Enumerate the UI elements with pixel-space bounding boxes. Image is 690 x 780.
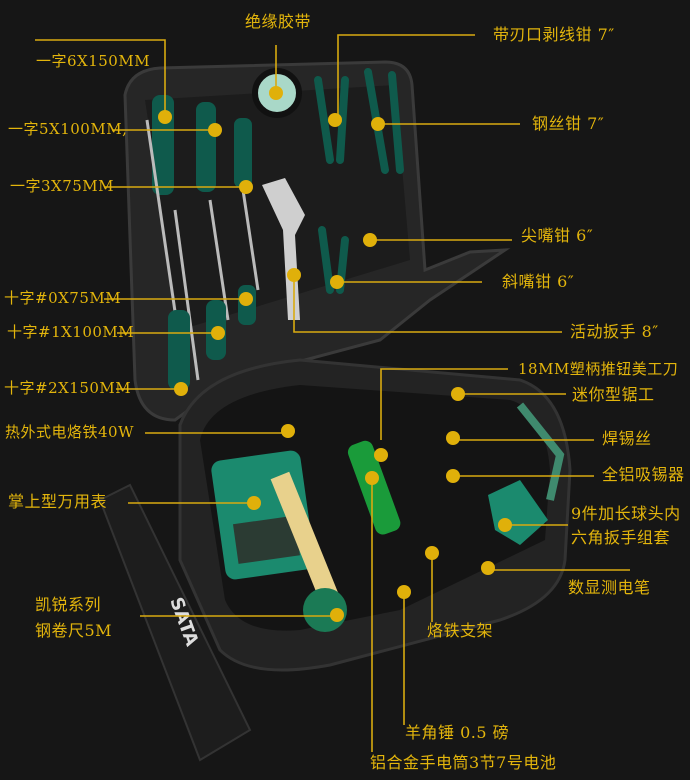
dot-solder-wire xyxy=(446,431,460,445)
dot-insulating-tape xyxy=(269,86,283,100)
line-utility-knife xyxy=(380,368,508,440)
label-desoldering-pump: 全铝吸锡器 xyxy=(602,465,685,484)
label-slot-5x100: 一字5X100MM, xyxy=(8,120,128,138)
dot-knife xyxy=(374,448,388,462)
label-wire-stripper: 带刃口剥线钳 7″ xyxy=(493,25,615,44)
dot-phillips-1x100 xyxy=(211,326,225,340)
label-multimeter: 掌上型万用表 xyxy=(8,492,108,511)
leader-lines xyxy=(35,34,630,752)
dot-combination-pliers xyxy=(371,117,385,131)
callout-dots xyxy=(158,86,512,622)
label-solder-wire: 焊锡丝 xyxy=(602,429,652,448)
hammer-handle xyxy=(270,471,346,619)
dot-iron-stand xyxy=(425,546,439,560)
label-long-nose-pliers: 尖嘴钳 6″ xyxy=(521,226,594,245)
dot-slot-5x100 xyxy=(208,123,222,137)
dot-mini-saw xyxy=(451,387,465,401)
dot-diagonal-pliers xyxy=(330,275,344,289)
line-slot-6x150 xyxy=(35,39,166,117)
dot-long-nose-pliers xyxy=(363,233,377,247)
label-slot-3x75: 一字3X75MM xyxy=(10,177,115,195)
dot-tape-measure xyxy=(330,608,344,622)
flashlight-body xyxy=(347,440,401,535)
dot-wire-stripper xyxy=(328,113,342,127)
label-utility-knife: 18MM塑柄推钮美工刀 xyxy=(518,360,679,378)
label-adjustable-wrench: 活动扳手 8″ xyxy=(570,322,659,341)
pliers xyxy=(314,68,404,294)
dot-slot-3x75 xyxy=(239,180,253,194)
shoulder-strap xyxy=(98,483,252,762)
dot-desoldering-pump xyxy=(446,469,460,483)
dot-slot-6x150 xyxy=(158,110,172,124)
dot-phillips-0x75 xyxy=(239,292,253,306)
line-wire-stripper xyxy=(337,34,475,120)
screwdrivers xyxy=(145,95,260,390)
line-adjustable-wrench xyxy=(293,275,562,333)
label-iron-stand: 烙铁支架 xyxy=(427,621,494,640)
label-hex-key-line1: 9件加长球头内 xyxy=(571,504,681,523)
label-phillips-2x150: 十字#2X150MM xyxy=(4,379,132,397)
label-tape-measure-line2: 钢卷尺5M xyxy=(35,621,113,640)
dot-multimeter xyxy=(247,496,261,510)
dot-claw-hammer xyxy=(397,585,411,599)
label-diagonal-pliers: 斜嘴钳 6″ xyxy=(502,272,575,291)
label-phillips-1x100: 十字#1X100MM xyxy=(7,323,135,341)
mini-hacksaw xyxy=(516,402,565,501)
label-phillips-0x75: 十字#0X75MM xyxy=(4,289,122,307)
label-slot-6x150: 一字6X150MM xyxy=(36,52,151,70)
label-hex-key-line2: 六角扳手组套 xyxy=(571,528,671,547)
label-voltage-tester: 数显测电笔 xyxy=(568,578,651,597)
dot-hex-key xyxy=(498,518,512,532)
dot-soldering-iron xyxy=(281,424,295,438)
label-insulating-tape: 绝缘胶带 xyxy=(245,12,312,31)
label-combination-pliers: 钢丝钳 7″ xyxy=(532,114,605,133)
label-claw-hammer: 羊角锤 0.5 磅 xyxy=(405,723,510,742)
label-soldering-iron: 热外式电烙铁40W xyxy=(5,423,135,441)
dot-flashlight xyxy=(365,471,379,485)
dot-phillips-2x150 xyxy=(174,382,188,396)
label-mini-saw: 迷你型锯工 xyxy=(572,385,655,404)
label-tape-measure-line1: 凯锐系列 xyxy=(35,595,102,614)
label-flashlight: 铝合金手电筒3节7号电池 xyxy=(370,753,557,772)
dot-voltage-tester xyxy=(481,561,495,575)
dot-adjustable-wrench xyxy=(287,268,301,282)
